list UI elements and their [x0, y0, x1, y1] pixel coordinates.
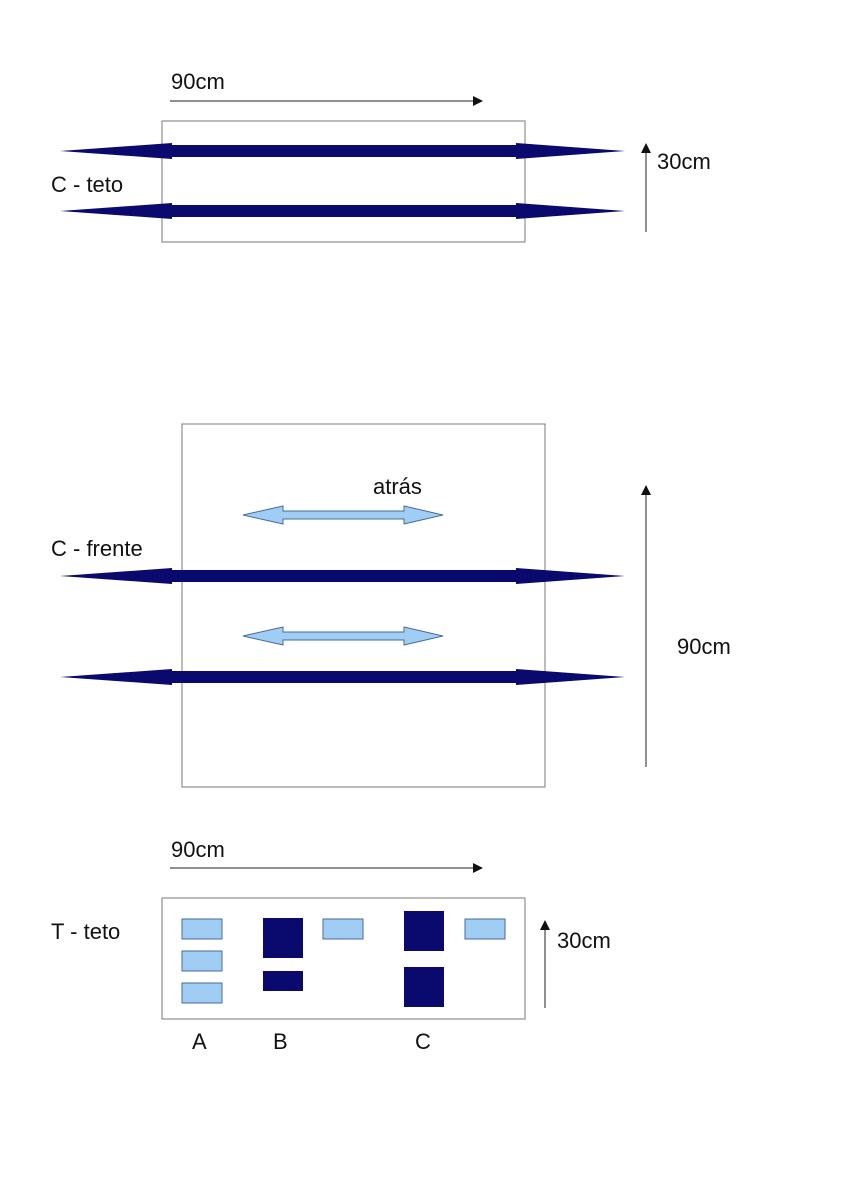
top-double-arrow-1: [60, 143, 625, 159]
top-height-label: 30cm: [657, 149, 711, 174]
block-right-light: [464, 918, 506, 940]
block-a-3: [181, 982, 223, 1004]
middle-double-arrow-2: [60, 669, 625, 685]
block-mid-light: [322, 918, 364, 940]
top-width-label: 90cm: [171, 69, 225, 94]
middle-front-box: [181, 423, 546, 788]
block-c-2: [404, 967, 444, 1007]
middle-back-arrow-2: [242, 626, 444, 646]
middle-back-arrow-1: [242, 505, 444, 525]
middle-back-label: atrás: [373, 474, 422, 499]
bottom-section-name: T - teto: [51, 919, 121, 944]
column-label-c: C: [415, 1029, 431, 1054]
top-section-name: C - teto: [51, 172, 124, 197]
bottom-ceiling-box: [161, 897, 526, 1020]
column-label-b: B: [273, 1029, 288, 1054]
block-b-1: [263, 918, 303, 958]
middle-section-name: C - frente: [51, 536, 143, 561]
block-b-2: [263, 971, 303, 991]
bottom-height-label: 30cm: [557, 928, 611, 953]
top-double-arrow-2: [60, 203, 625, 219]
bottom-width-label: 90cm: [171, 837, 225, 862]
middle-double-arrow-1: [60, 568, 625, 584]
middle-height-label: 90cm: [677, 634, 731, 659]
top-ceiling-box: [161, 120, 526, 243]
block-a-1: [181, 918, 223, 940]
block-a-2: [181, 950, 223, 972]
block-c-1: [404, 911, 444, 951]
column-label-a: A: [192, 1029, 207, 1054]
